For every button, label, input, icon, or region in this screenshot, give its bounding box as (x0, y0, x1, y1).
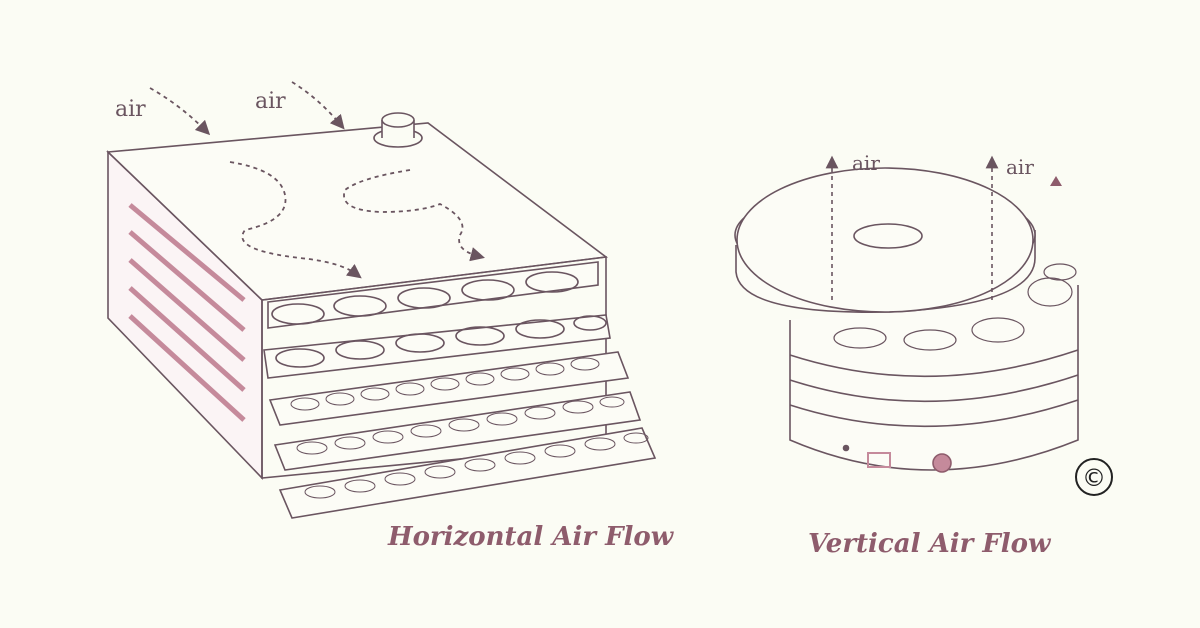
left-air-label-1: air (115, 97, 146, 122)
copyright-symbol: © (1082, 464, 1106, 492)
tray-3 (268, 351, 630, 426)
temperature-dial (932, 453, 952, 473)
dehydrator-cylinder-body (789, 285, 1079, 471)
tray-4 (273, 391, 642, 471)
dehydrator-lid (734, 167, 1036, 313)
horizontal-airflow-arrows (149, 81, 485, 279)
right-air-label-1: air (852, 151, 880, 175)
vertical-caption: Vertical Air Flow (808, 529, 1052, 559)
indicator-light (842, 444, 850, 452)
top-knob (373, 112, 423, 148)
horizontal-dehydrator (106, 81, 657, 519)
small-up-arrow-icon (1050, 176, 1062, 186)
vertical-airflow-arrows (825, 155, 999, 300)
vertical-tray-food (833, 263, 1077, 351)
tray-2 (263, 314, 611, 379)
tray-5 (278, 427, 657, 519)
lid-center-vent (853, 223, 923, 249)
left-air-label-2: air (255, 89, 286, 114)
cylinder-trays (789, 349, 1079, 428)
side-vent-stripes (128, 203, 246, 422)
vertical-dehydrator (734, 155, 1079, 473)
tray-1 (267, 261, 599, 329)
copyright-mark: © (1075, 458, 1113, 496)
power-switch (867, 452, 891, 468)
horizontal-caption: Horizontal Air Flow (387, 522, 675, 552)
right-air-label-2: air (1006, 155, 1034, 179)
